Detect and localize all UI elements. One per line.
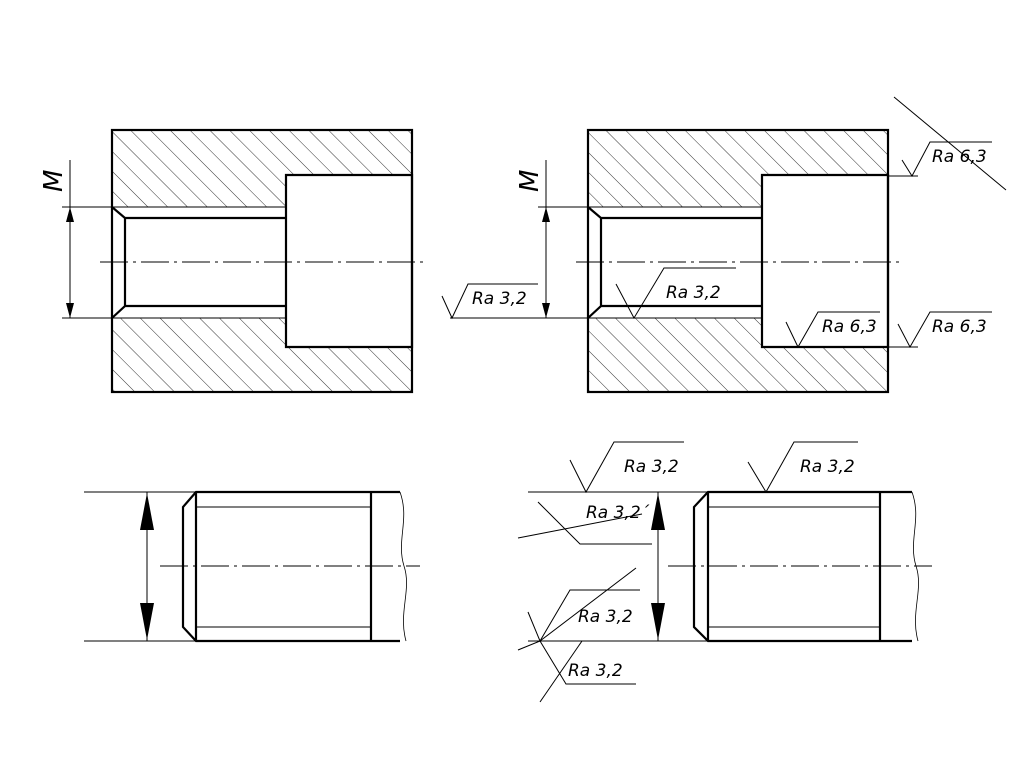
arrow-head-top [542,207,550,222]
arrow-head-bottom [66,303,74,318]
roughness-label-mid: Ra 3,2´ [586,503,650,523]
roughness-leader-mid [517,513,643,539]
roughness-label-left: Ra 3,2 [472,289,527,309]
hatched-section [112,130,412,392]
roughness-leader-lower [539,640,583,703]
roughness-sign-mid [537,501,652,545]
roughness-label-shaft-top: Ra 3,2 [800,457,855,477]
arrow-head-top [66,207,74,222]
roughness-sign-bottom [527,589,640,643]
view-internal-thread-plain: M [39,128,428,394]
break-line [399,491,407,642]
roughness-sign-counterbore [785,311,880,349]
roughness-sign-thread [615,267,736,320]
view-external-thread-plain [84,490,420,643]
arrow-head-top [140,493,154,530]
roughness-label-counterbore: Ra 6,3 [822,317,877,337]
roughness-sign-top [901,141,992,178]
thread-symbol-label: M [39,170,69,192]
arrow-head-top [651,493,665,530]
roughness-sign-lower [517,640,636,685]
roughness-sign-shaft-top [747,441,858,493]
roughness-leader-top [893,96,1007,191]
roughness-label-lower: Ra 3,2 [568,661,623,681]
view-external-thread-roughness: Ra 3,2 Ra 3,2 Ra 3,2´ Ra 3,2 Ra 3,2 [517,441,932,703]
roughness-label-thread: Ra 3,2 [666,283,721,303]
roughness-sign-ext-top [569,441,684,494]
thread-symbol-label: M [515,170,545,192]
arrow-head-bottom [542,303,550,318]
arrow-head-bottom [140,603,154,640]
roughness-label-ext-top: Ra 3,2 [624,457,679,477]
view-internal-thread-roughness: M Ra 3,2 Ra 3,2 Ra 6,3 Ra 6,3 Ra 6,3 [441,96,1007,394]
hatched-section [588,130,888,392]
roughness-sign-left [441,283,538,320]
arrow-head-bottom [651,603,665,640]
roughness-label-bottom: Ra 3,2 [578,607,633,627]
roughness-leader-bottom [539,567,637,642]
roughness-sign-right [897,311,992,349]
roughness-label-right: Ra 6,3 [932,317,987,337]
roughness-label-top: Ra 6,3 [932,147,987,167]
